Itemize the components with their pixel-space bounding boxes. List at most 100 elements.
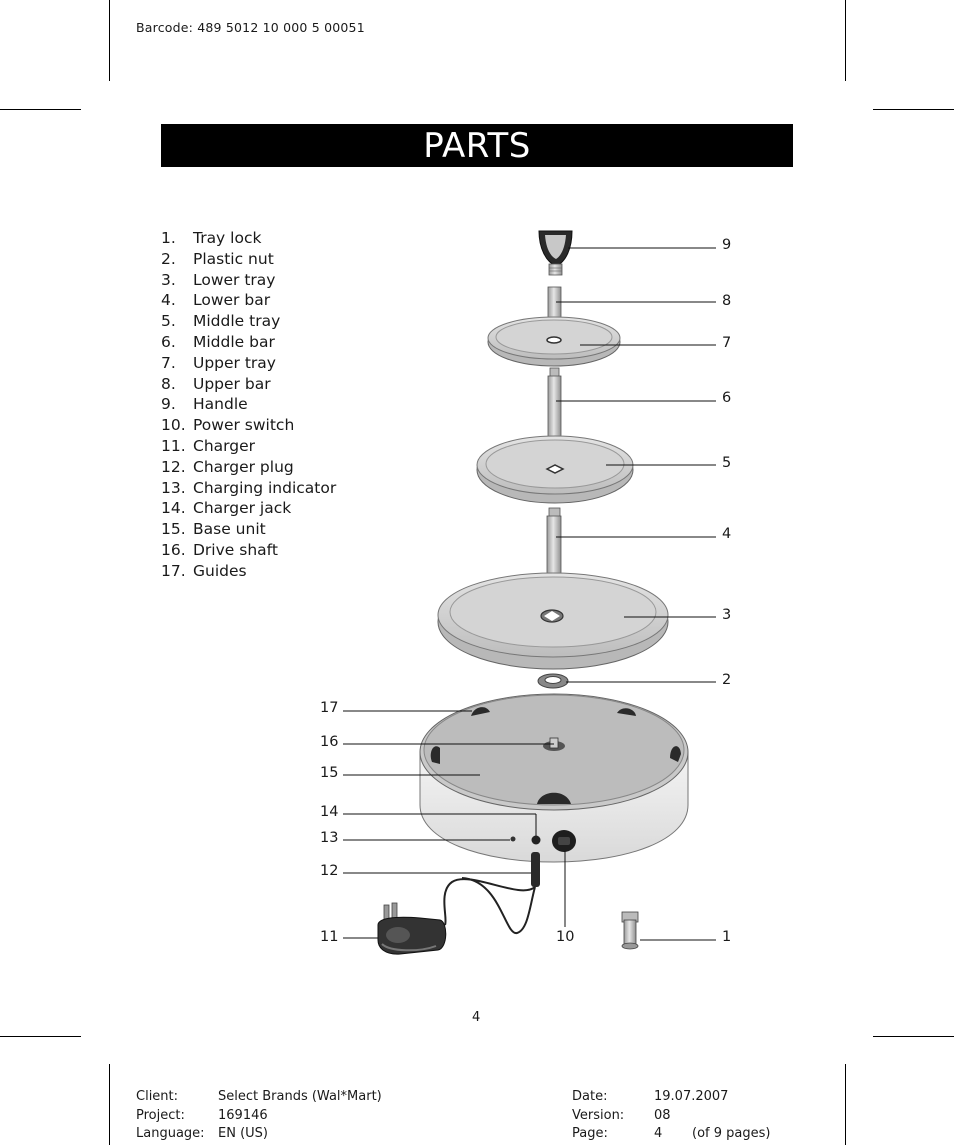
plastic-nut [537,673,569,689]
date-value: 19.07.2007 [654,1089,729,1104]
item-label: Plastic nut [193,249,274,268]
callout-12: 12 [320,863,339,879]
item-label: Tray lock [193,229,262,247]
callout-9: 9 [722,237,732,253]
leader-lines [343,247,716,941]
item-number: 7. [161,353,176,372]
item-number: 16. [161,540,186,559]
list-item: 1. Tray lock [161,228,336,249]
callout-14: 14 [320,804,339,820]
version-label: Version: [572,1107,625,1123]
item-label: Upper bar [193,374,271,393]
callout-15: 15 [320,765,339,781]
callout-11: 11 [320,929,339,945]
lower-tray [437,572,669,670]
list-item: 2. Plastic nut [161,249,336,270]
page-label: Page: [572,1126,608,1141]
base-unit [419,693,689,863]
page-number: 4 [472,1010,481,1025]
crop-mark [845,0,846,81]
item-number: 6. [161,332,176,351]
item-label: Middle tray [193,312,281,331]
list-item: 6. Middle bar [161,332,336,353]
project-label: Project: [136,1107,185,1123]
list-item: 9. Handle [161,394,336,415]
crop-mark [873,1036,954,1037]
item-number: 4. [161,291,176,310]
list-item: 15. Base unit [161,519,336,540]
crop-mark [873,109,954,110]
item-number: 3. [161,270,176,289]
item-label: Lower bar [193,291,271,310]
footer-left: Client: Select Brands (Wal*Mart) Project:… [136,1088,382,1144]
callout-3: 3 [722,607,732,623]
version-value: 08 [654,1107,671,1123]
item-number: 2. [161,249,176,268]
crop-mark [845,1064,846,1145]
list-item: 17. Guides [161,561,336,582]
client-value: Select Brands (Wal*Mart) [218,1089,382,1104]
list-item: 16.Drive shaft [161,540,336,561]
item-number: 15. [161,520,186,539]
list-item: 12. Charger plug [161,457,336,478]
item-number: 1. [161,229,176,247]
item-number: 12. [161,457,186,476]
list-item: 14. Charger jack [161,498,336,519]
item-label: Guides [193,561,247,580]
item-label: Lower tray [193,270,276,289]
footer-right: Date:19.07.2007 Version:08 Page:4(of 9 p… [572,1088,770,1144]
list-item: 13. Charging indicator [161,478,336,499]
page-title: PARTS [161,124,793,167]
tray-lock [621,911,639,950]
list-item: 8. Upper bar [161,374,336,395]
item-label: Middle bar [193,332,275,351]
charger-plug [443,852,540,934]
date-label: Date: [572,1089,608,1104]
item-number: 11. [161,436,186,455]
list-item: 7. Upper tray [161,353,336,374]
callout-6: 6 [722,390,732,406]
item-label: Charging indicator [193,478,337,497]
list-item: 11.Charger [161,436,336,457]
item-number: 8. [161,374,176,393]
parts-list: 1. Tray lock 2. Plastic nut 3. Lower tray 4… [161,228,336,582]
callout-4: 4 [722,526,732,542]
barcode-text: Barcode: 489 5012 10 000 5 00051 [136,20,365,35]
crop-mark [0,109,81,110]
callout-7: 7 [722,335,732,351]
list-item: 4. Lower bar [161,290,336,311]
item-label: Handle [193,395,248,414]
item-label: Charger plug [193,457,294,476]
callout-1: 1 [722,929,732,945]
list-item: 10.Power switch [161,415,336,436]
item-label: Charger jack [193,499,292,518]
item-number: 9. [161,395,176,414]
item-label: Power switch [193,416,295,435]
crop-mark [109,1064,110,1145]
callout-13: 13 [320,830,339,846]
project-value: 169146 [218,1107,268,1123]
page-value: 4 [654,1126,663,1141]
callout-8: 8 [722,293,732,309]
handle [538,230,573,276]
item-number: 13. [161,478,186,497]
client-label: Client: [136,1089,179,1104]
middle-tray [476,435,634,504]
callout-16: 16 [320,734,339,750]
list-item: 5.Middle tray [161,311,336,332]
language-label: Language: [136,1126,205,1141]
item-number: 14. [161,499,186,518]
item-label: Upper tray [193,353,276,372]
upper-tray [487,316,621,367]
crop-mark [109,0,110,81]
callout-17: 17 [320,700,339,716]
callout-2: 2 [722,672,732,688]
item-label: Base unit [193,520,266,539]
charger [377,902,447,955]
language-value: EN (US) [218,1126,268,1141]
crop-mark [0,1036,81,1037]
callout-10: 10 [556,929,575,945]
callout-5: 5 [722,455,732,471]
item-number: 17. [161,561,186,580]
